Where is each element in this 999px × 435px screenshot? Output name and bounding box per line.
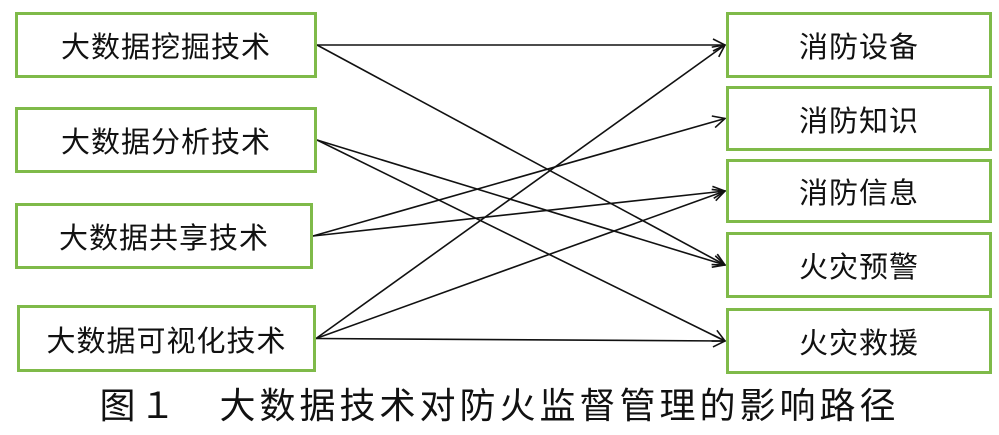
arrow-l3-to-r4	[315, 339, 725, 342]
source-box-data-mining: 大数据挖掘技术	[15, 12, 317, 78]
source-label: 大数据共享技术	[58, 221, 269, 255]
arrow-l1-to-r3	[316, 139, 725, 265]
source-label: 大数据分析技术	[60, 125, 271, 159]
figure-caption: 图１ 大数据技术对防火监督管理的影响路径	[99, 386, 900, 427]
source-box-data-sharing: 大数据共享技术	[15, 203, 313, 269]
target-label: 火灾救援	[798, 326, 919, 360]
arrow-l2-to-r2	[312, 191, 725, 237]
arrow-l1-to-r4	[316, 139, 725, 341]
target-box-fire-rescue: 火灾救援	[726, 308, 992, 374]
target-box-fire-equipment: 消防设备	[726, 12, 992, 78]
arrow-l3-to-r0	[315, 45, 725, 340]
source-box-data-analysis: 大数据分析技术	[15, 107, 317, 173]
arrow-l2-to-r1	[312, 119, 725, 237]
source-label: 大数据挖掘技术	[60, 30, 271, 64]
target-box-fire-knowledge: 消防知识	[726, 86, 992, 151]
source-label: 大数据可视化技术	[46, 323, 287, 358]
target-box-fire-information: 消防信息	[726, 159, 992, 223]
source-box-data-visualization: 大数据可视化技术	[17, 305, 316, 372]
target-box-fire-warning: 火灾预警	[726, 232, 992, 298]
target-label: 火灾预警	[798, 250, 919, 284]
target-label: 消防信息	[798, 176, 919, 210]
target-label: 消防设备	[798, 30, 919, 64]
target-label: 消防知识	[798, 103, 919, 138]
arrow-l3-to-r2	[315, 191, 725, 340]
arrow-l0-to-r3	[316, 44, 725, 265]
